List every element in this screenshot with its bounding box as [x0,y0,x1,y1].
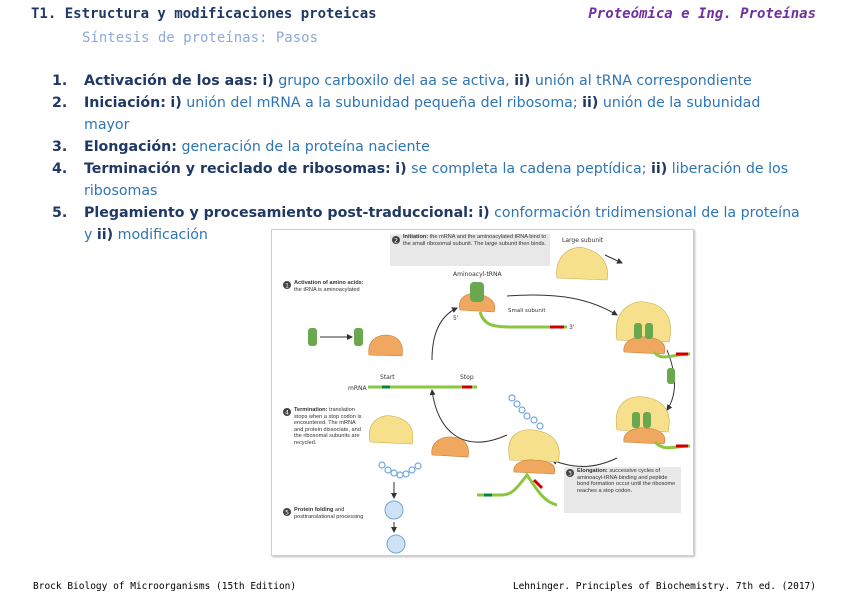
trna-icon [470,282,484,302]
step-term: Terminación y reciclado de ribosomas: [84,161,391,177]
cycle-arrow [506,294,618,316]
nascent-peptide [508,394,544,430]
cycle-arrow [429,389,508,443]
svg-text:1: 1 [285,283,289,290]
footer-reference-left: Brock Biology of Microorganisms (15th Ed… [33,581,297,592]
step-item-3: 3.Elongación: generación de la proteína … [40,136,800,158]
step2-text: Initiation: the mRNA and the aminoacylat… [403,234,547,247]
slide-title: T1. Estructura y modificaciones proteica… [31,6,377,22]
step2-box [390,234,550,266]
large-subunit [556,247,608,281]
step-number: 5. [52,205,68,221]
step4-text: Termination: translation stops when a st… [294,407,362,446]
translation-cycle-figure: 2 Initiation: the mRNA and the aminoacyl… [271,229,694,556]
step-item-2: 2.Iniciación: i) unión del mRNA a la sub… [40,92,800,136]
svg-text:3: 3 [568,471,572,478]
step-item-5: 5. Plegamiento y procesamiento post-tradu… [40,202,800,246]
step3-box [564,467,681,513]
step1-text: Activation of amino acids: the tRNA is a… [294,280,364,293]
svg-text:5': 5' [453,315,459,322]
mrna-strand [478,311,567,329]
step3-text: Elongation: successive cycles of aminoac… [577,468,676,494]
course-name: Proteómica e Ing. Proteínas [588,6,816,22]
aminoacyl-trna-label: Aminoacyl-tRNA [453,271,502,278]
step2-badge [392,236,400,244]
step-term: Elongación: [84,139,177,155]
large-subunit-label: Large subunit [562,237,604,244]
small-subunit [431,436,469,458]
svg-text:mRNA: mRNA [348,385,368,392]
small-subunit [368,334,403,357]
trna-icon [308,328,317,346]
processed-protein [386,534,406,554]
mrna-strand [477,472,558,507]
svg-text:Start: Start [380,374,395,381]
step-term: Plegamiento y procesamiento post-traducc… [84,205,474,221]
step-term: Activación de los aas: [84,73,258,89]
large-subunit [508,429,560,463]
slide-subtitle: Síntesis de proteínas: Pasos [82,30,319,46]
step4-badge [283,408,291,416]
step5-badge [283,508,291,516]
small-subunit [623,427,666,445]
step-number: 4. [52,161,68,177]
trna-icon [354,328,363,346]
step-term: Iniciación: [84,95,166,111]
cycle-arrow [431,307,458,361]
svg-text:5: 5 [285,510,289,517]
svg-text:4: 4 [285,410,289,417]
released-peptide [378,461,422,479]
cycle-arrow [604,254,623,264]
large-subunit [615,396,670,433]
step-item-4: 4.Terminación y reciclado de ribosomas: … [40,158,800,202]
step-number: 1. [52,73,68,89]
large-subunit [615,301,671,343]
translation-diagram: 2 Initiation: the mRNA and the aminoacyl… [283,234,691,554]
step-item-1: 1.Activación de los aas: i) grupo carbox… [40,70,800,92]
svg-text:2: 2 [394,238,398,245]
large-subunit [369,415,414,445]
small-subunit [623,336,666,355]
folded-protein [384,500,404,520]
cycle-arrow [551,457,618,467]
footer-reference-right: Lehninger. Principles of Biochemistry. 7… [512,581,816,592]
trna-icon [667,368,675,384]
step3-badge [566,469,574,477]
step5-text: Protein folding and posttranslational pr… [294,507,364,520]
step-number: 3. [52,139,68,155]
step-number: 2. [52,95,68,111]
svg-text:Stop: Stop [460,374,474,381]
svg-text:3': 3' [569,324,575,331]
step1-badge [283,281,291,289]
steps-list: 1.Activación de los aas: i) grupo carbox… [40,70,800,246]
small-subunit [513,459,556,475]
small-subunit-label: Small subunit [508,308,546,314]
